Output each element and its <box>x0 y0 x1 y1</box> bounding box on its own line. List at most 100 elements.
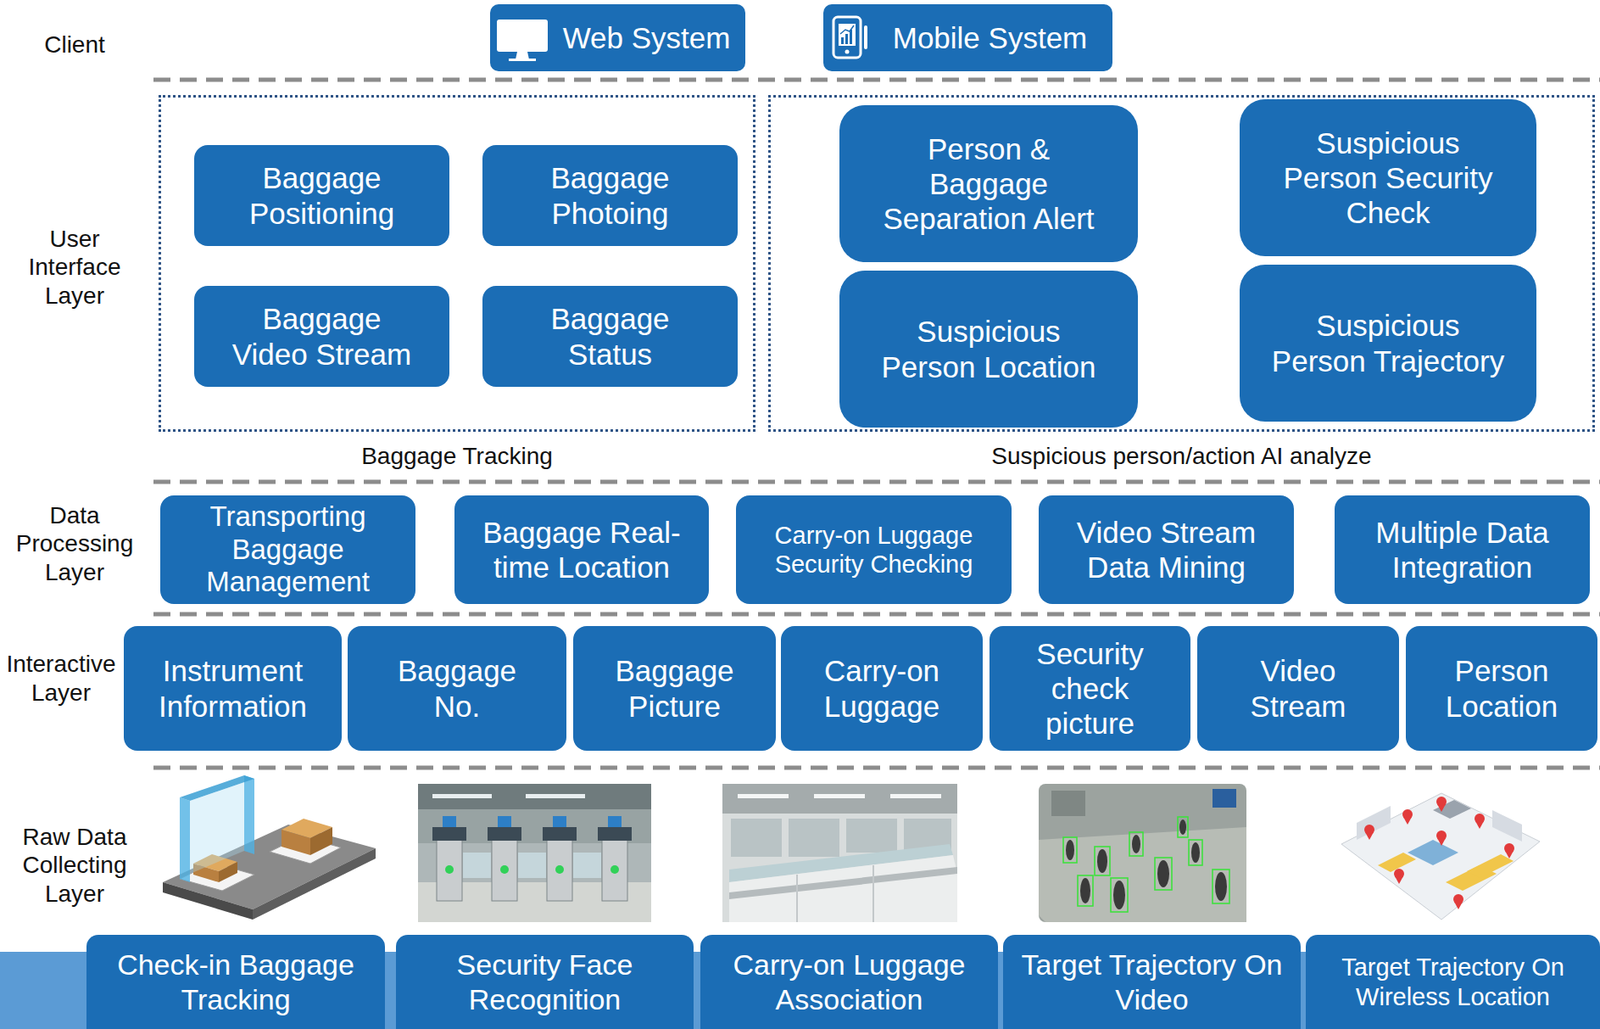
wireless-location-map <box>1475 820 1484 829</box>
crowd-video-frame <box>1094 846 1110 876</box>
box-label: Video Stream Data Mining <box>1055 514 1277 586</box>
wireless-location-map <box>1364 796 1515 909</box>
wireless-location-map <box>1356 805 1391 840</box>
security-gate-photo <box>546 839 573 901</box>
box-label: Transporting Baggage Management <box>177 500 399 600</box>
conveyor-illustration <box>179 797 190 882</box>
crowd-video-frame <box>1038 783 1247 922</box>
module-box: Video Stream <box>1197 625 1400 751</box>
crowd-video-frame <box>1038 783 1247 922</box>
layer-separator <box>153 612 1600 617</box>
security-gate-photo <box>602 839 628 901</box>
module-box: Video Stream Data Mining <box>1038 495 1294 604</box>
crowd-video-frame <box>1065 839 1075 860</box>
security-gate-photo <box>432 826 467 841</box>
inspection-counter-photo <box>729 854 958 922</box>
inspection-counter-photo <box>722 783 958 922</box>
layer-separator <box>153 78 1600 83</box>
wireless-location-map <box>1394 875 1404 884</box>
crowd-video-frame <box>1129 831 1143 856</box>
box-label: Check-in Baggage Tracking <box>103 947 368 1015</box>
module-box: Transporting Baggage Management <box>160 495 416 605</box>
wireless-location-map <box>1505 850 1514 859</box>
group-region: Suspicious person/action AI analyzePerso… <box>768 94 1595 432</box>
crowd-video-frame <box>1080 877 1091 904</box>
layer-name: Data Processing Layer <box>6 501 143 587</box>
security-gate-photo <box>552 815 567 827</box>
box-label: Baggage Video Stream <box>221 301 423 372</box>
layer-separator <box>153 479 1600 485</box>
crowd-video-frame <box>1065 819 1227 909</box>
inspection-counter-photo <box>796 874 798 922</box>
wireless-location-map <box>1437 837 1446 846</box>
inspection-counter-photo <box>722 783 958 814</box>
crowd-video-frame <box>1179 819 1187 835</box>
wireless-location-map <box>1492 809 1522 842</box>
conveyor-illustration <box>189 781 245 874</box>
module-box: Person & Baggage Separation Alert <box>839 105 1138 263</box>
box-label: Suspicious Person Security Check <box>1268 125 1508 231</box>
crowd-video-frame <box>1212 788 1237 808</box>
conveyor-illustration <box>162 881 253 920</box>
client-box: Mobile System <box>823 4 1113 72</box>
inspection-counter-photo <box>730 818 782 857</box>
source-box: Target Trajectory On Wireless Location <box>1305 934 1600 1029</box>
security-gate-photo <box>436 839 463 901</box>
inspection-counter-photo <box>890 793 942 798</box>
security-gate-photo <box>445 864 454 874</box>
crowd-video-frame <box>1063 836 1077 863</box>
box-label: Suspicious Person Trajectory <box>1268 307 1508 379</box>
security-gate-photo <box>555 864 564 874</box>
module-box: Baggage Video Stream <box>194 285 450 387</box>
group-caption: Baggage Tracking <box>161 441 753 471</box>
security-gate-photo <box>607 815 622 827</box>
box-label: Security Face Recognition <box>412 947 677 1015</box>
wireless-location-map <box>1454 901 1463 909</box>
security-gate-photo <box>462 852 491 878</box>
conveyor-illustration <box>244 774 255 854</box>
crowd-video-frame <box>1051 790 1086 816</box>
security-gate-photo <box>442 815 457 827</box>
module-box: Suspicious Person Location <box>839 270 1138 428</box>
wireless-location-map <box>1365 831 1374 840</box>
security-gate-photo <box>500 864 509 874</box>
wireless-location-map <box>1403 816 1412 825</box>
security-gate-photo <box>418 808 652 843</box>
group-caption: Suspicious person/action AI analyze <box>770 441 1593 471</box>
box-label: Carry-on Luggage <box>804 652 959 724</box>
conveyor-illustration <box>281 829 311 855</box>
module-box: Baggage Picture <box>573 625 776 751</box>
box-label: Security check picture <box>1013 635 1167 742</box>
box-label: Instrument Information <box>147 652 318 724</box>
layer-separator <box>153 765 1600 770</box>
crowd-video-frame <box>1154 857 1172 890</box>
layer-name: Raw Data Collecting Layer <box>6 822 143 909</box>
module-box: Carry-on Luggage Security Checking <box>735 495 1012 604</box>
security-gate-photo <box>491 839 518 901</box>
module-box: Suspicious Person Security Check <box>1239 99 1537 257</box>
layer-name: Client <box>6 30 143 60</box>
inspection-counter-photo <box>737 793 789 798</box>
box-label: Baggage No. <box>371 652 543 724</box>
module-box: Baggage Status <box>482 285 738 387</box>
group-region: Baggage TrackingBaggage PositioningBagga… <box>158 94 756 432</box>
module-box: Baggage Photoing <box>482 144 738 246</box>
security-gate-photo <box>518 852 547 878</box>
box-label: Target Trajectory On Video <box>1020 947 1284 1015</box>
security-gate-photo <box>418 783 652 922</box>
box-label: Suspicious Person Location <box>868 313 1110 385</box>
box-label: Baggage Status <box>509 301 711 372</box>
crowd-video-frame <box>1077 875 1093 906</box>
inspection-counter-photo <box>729 866 958 899</box>
source-box: Check-in Baggage Tracking <box>86 934 385 1029</box>
client-box: Web System <box>490 4 746 72</box>
module-box: Suspicious Person Trajectory <box>1239 264 1537 422</box>
module-box: Baggage Real-time Location <box>454 495 709 604</box>
box-label: Baggage Photoing <box>509 160 711 231</box>
security-gate-photo <box>432 793 492 798</box>
layer-name: User Interface Layer <box>6 224 143 311</box>
inspection-counter-photo <box>846 818 898 853</box>
crowd-video-frame <box>1215 871 1227 901</box>
box-label: Multiple Data Integration <box>1351 514 1573 586</box>
